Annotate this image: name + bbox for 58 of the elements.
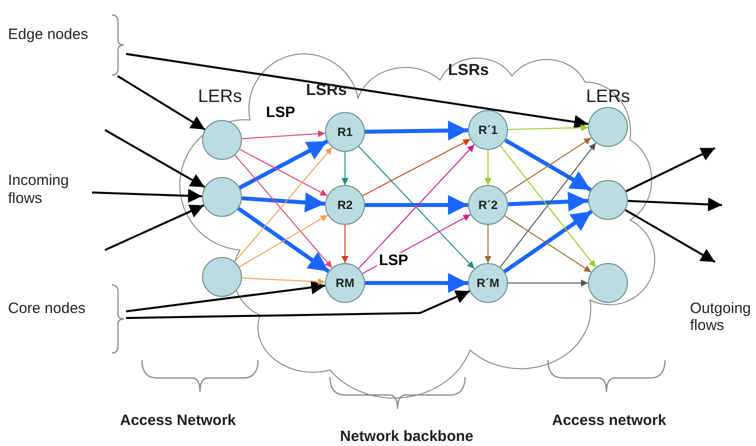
- arrow: [365, 273, 468, 293]
- diagram-label: LSRs: [448, 62, 489, 80]
- router-node: [468, 185, 508, 225]
- arrow: [624, 209, 716, 263]
- arrow: [92, 188, 202, 203]
- arrow: [242, 278, 326, 286]
- arrow: [126, 290, 470, 319]
- arrow: [364, 120, 468, 141]
- arrow: [484, 224, 492, 264]
- node-label: RM: [336, 276, 354, 290]
- arrow: [104, 204, 204, 251]
- node-label: R´1: [478, 123, 498, 137]
- router-node: [202, 120, 242, 160]
- diagram-label: LERs: [586, 86, 630, 107]
- router-node: [588, 263, 628, 303]
- node-label: R1: [337, 125, 353, 139]
- diagram-label: LERs: [198, 86, 242, 107]
- arrow: [508, 192, 588, 212]
- router-node: [468, 263, 508, 303]
- arrow: [126, 280, 326, 312]
- node-label: R´2: [478, 198, 498, 212]
- arrow: [628, 197, 722, 212]
- diagram-label: Access network: [552, 412, 666, 429]
- arrow: [238, 214, 328, 268]
- arrow: [362, 138, 471, 196]
- arrow: [104, 129, 206, 188]
- edge-label: LSP: [377, 253, 410, 270]
- arrow: [239, 148, 328, 196]
- arrow: [237, 206, 330, 274]
- annotation-text: Core nodes: [8, 300, 87, 318]
- annotation-text: Incoming flows: [8, 172, 70, 208]
- arrow: [508, 124, 588, 132]
- arrow: [484, 150, 492, 186]
- diagram-label: LSRs: [306, 82, 347, 100]
- router-node: [468, 110, 508, 150]
- arrow: [342, 152, 348, 186]
- annotation-text: Edge nodes: [8, 26, 90, 44]
- arrow: [508, 280, 588, 286]
- diagram-label: Outgoing flows: [690, 300, 752, 334]
- arrow: [626, 147, 716, 192]
- arrow: [238, 140, 328, 190]
- router-node: [325, 263, 365, 303]
- router-node: [588, 180, 628, 220]
- arrow: [126, 52, 588, 129]
- arrow: [117, 75, 206, 130]
- router-node: [325, 185, 365, 225]
- router-node: [588, 107, 628, 147]
- arrow: [342, 224, 348, 264]
- arrow: [242, 130, 326, 140]
- router-node: [202, 177, 242, 217]
- router-node: [325, 112, 365, 152]
- router-node: [202, 257, 242, 297]
- node-label: R´M: [476, 276, 500, 290]
- arrow: [242, 192, 326, 212]
- node-label: R2: [337, 198, 353, 212]
- diagram-label: Access Network: [120, 412, 236, 429]
- arrow: [365, 195, 468, 215]
- diagram-label: Network backbone: [340, 428, 474, 445]
